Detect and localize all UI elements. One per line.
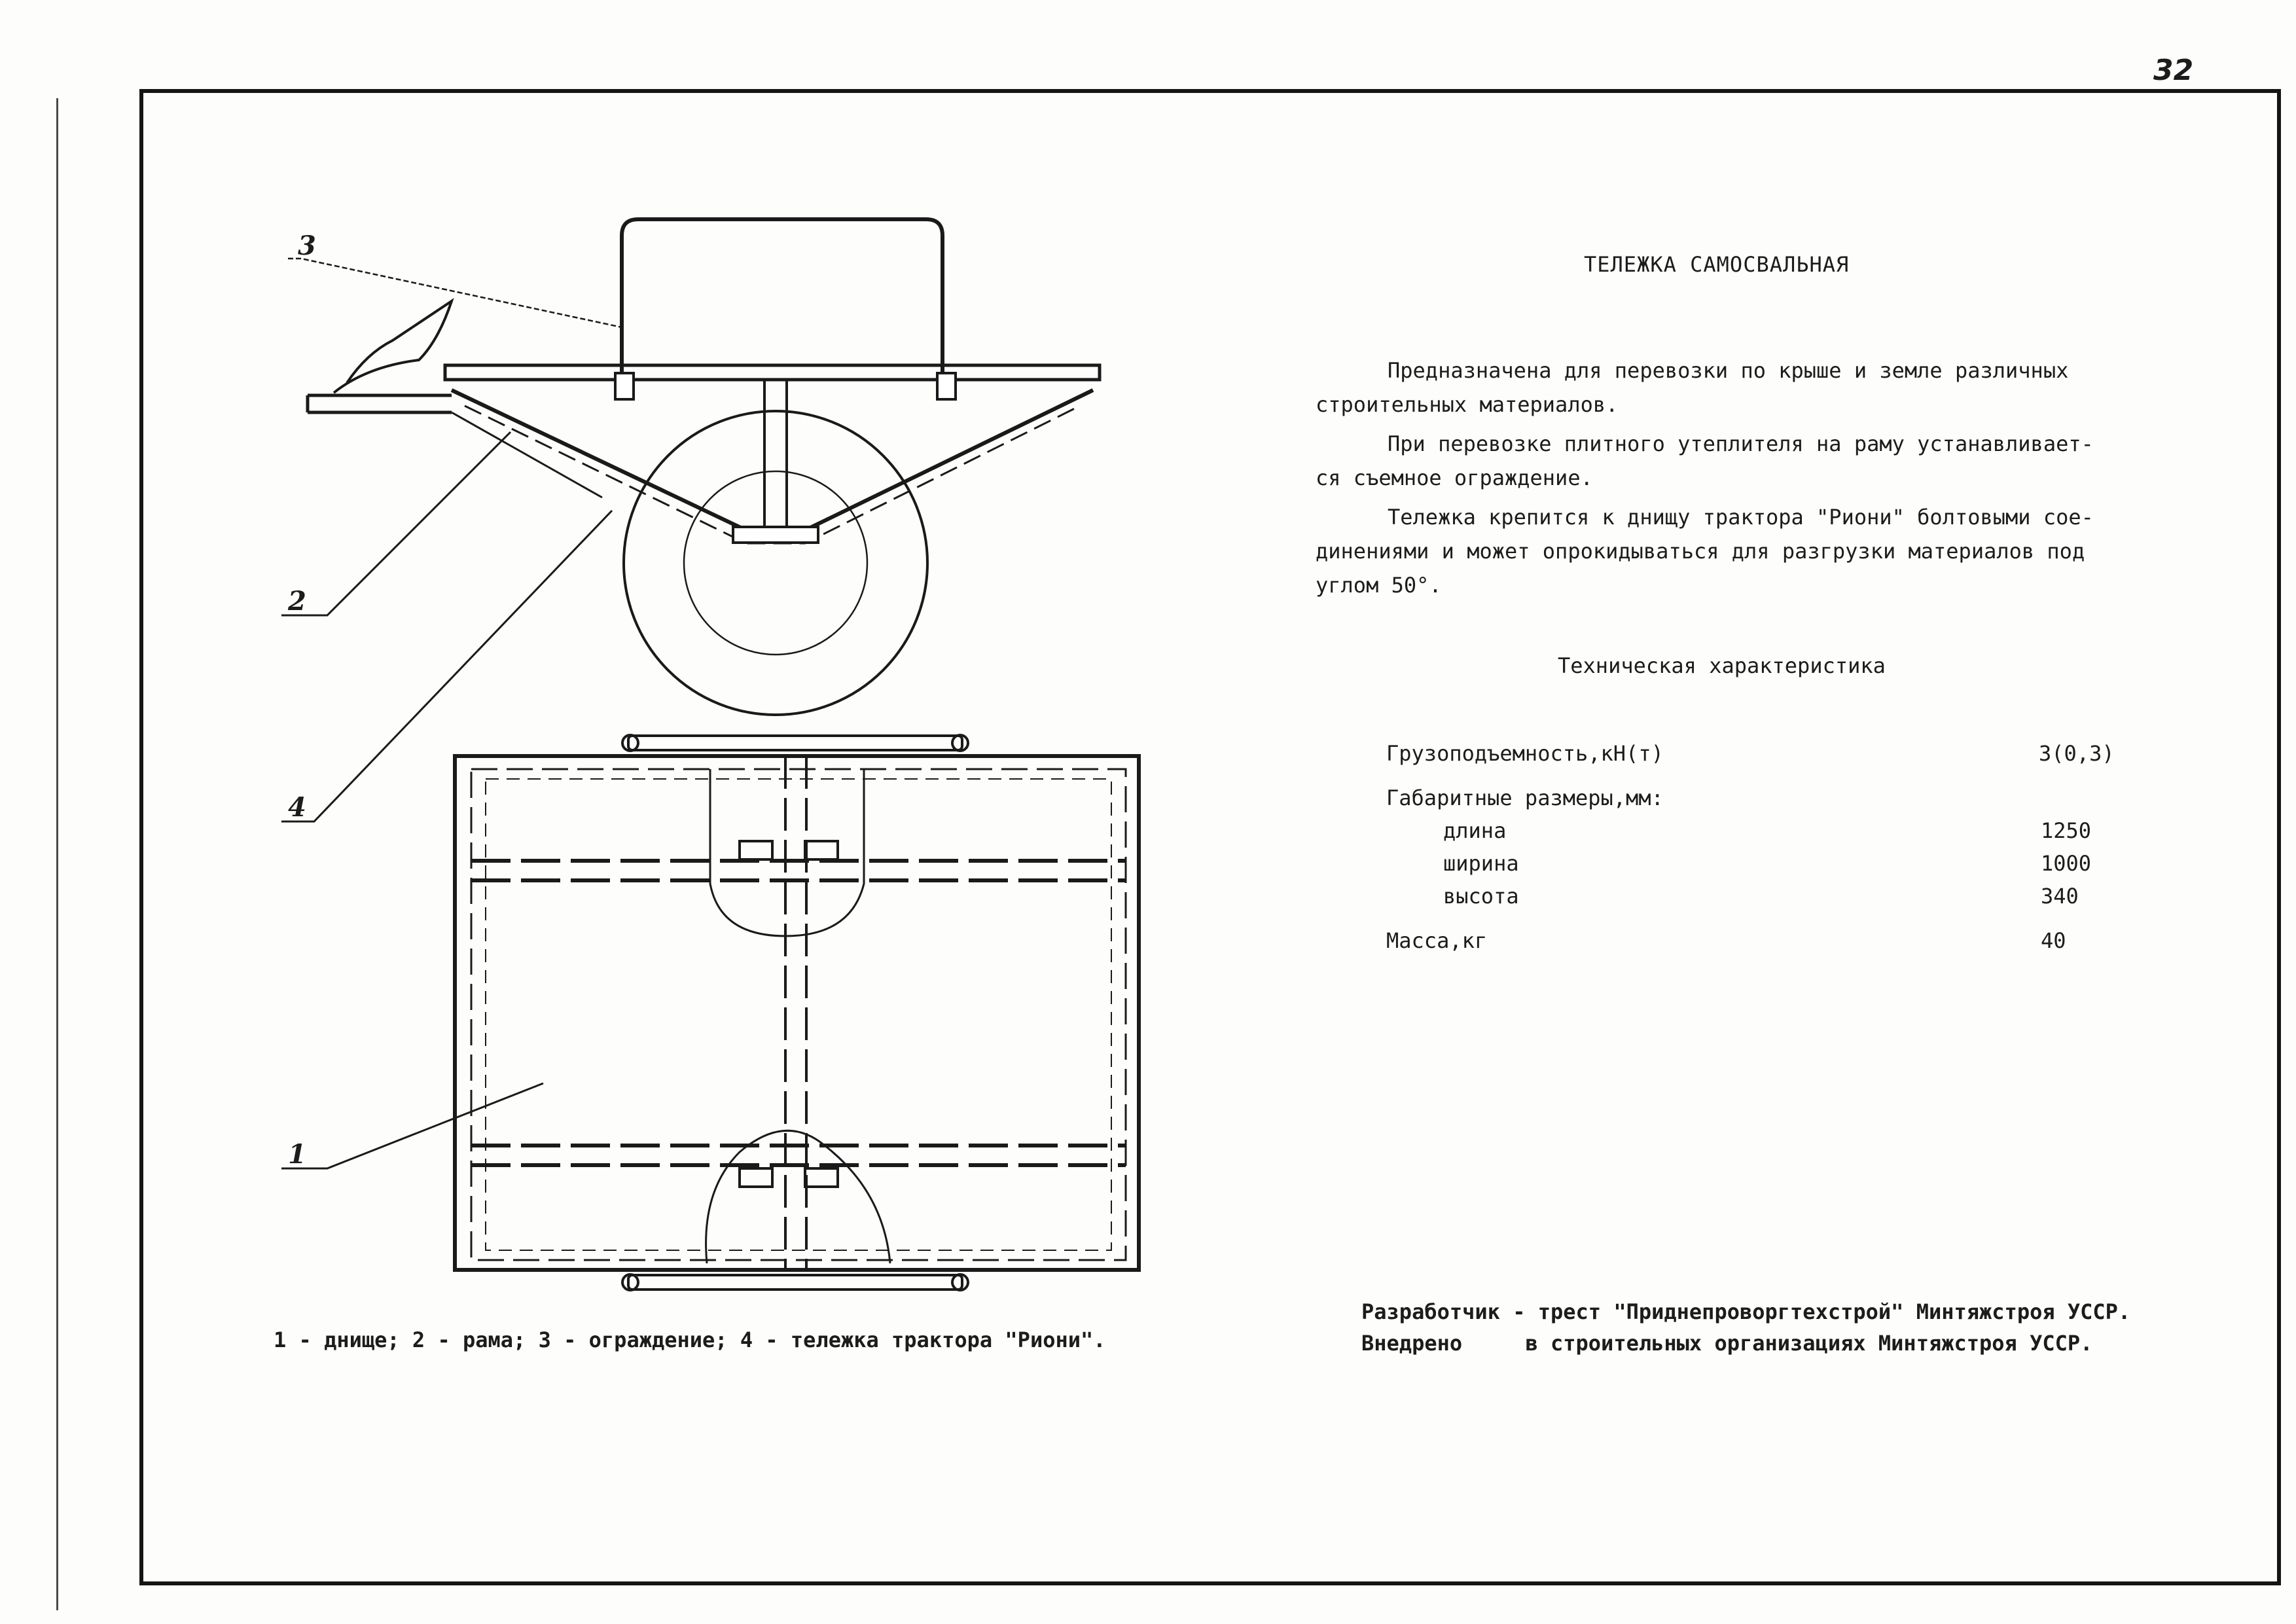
page-title: ТЕЛЕЖКА САМОСВАЛЬНАЯ (1584, 252, 1850, 277)
length-label: длина (1443, 818, 1507, 843)
description-line: Предназначена для перевозки по крыше и з… (1388, 358, 2069, 383)
wheel-inner (683, 470, 869, 656)
central-post (763, 378, 788, 532)
callout-2: 2 (288, 586, 306, 617)
specs-heading: Техническая характеристика (1558, 653, 1886, 678)
tractor-hitch (306, 393, 452, 414)
legend: 1 - днище; 2 - рама; 3 - ограждение; 4 -… (274, 1327, 1106, 1352)
mass-label: Масса,кг (1386, 928, 1488, 953)
trolley-drawing (281, 217, 1141, 1291)
height-label: высота (1443, 884, 1519, 909)
rail-bottom (627, 1274, 963, 1291)
callout-1: 1 (288, 1139, 306, 1170)
length-value: 1250 (2041, 818, 2092, 843)
width-label: ширина (1443, 851, 1519, 876)
callout-4: 4 (288, 792, 306, 823)
fence-side (620, 217, 944, 386)
description-line: Тележка крепится к днищу трактора "Риони… (1388, 505, 2094, 530)
capacity-label: Грузоподъемность,кН(т) (1386, 741, 1664, 766)
scan-edge-rule (56, 98, 58, 1610)
description-line: углом 50°. (1316, 573, 1442, 598)
leader-3 (288, 257, 622, 329)
capacity-value: 3(0,3) (2039, 741, 2115, 766)
developer-info: Разработчик - трест "Приднепроворгтехстр… (1361, 1296, 2130, 1359)
developer-line: Разработчик - трест "Приднепроворгтехстр… (1361, 1299, 2131, 1324)
callout-3: 3 (298, 230, 316, 261)
description-line: При перевозке плитного утеплителя на рам… (1388, 431, 2094, 456)
rail-top (627, 734, 963, 751)
leader-4 (281, 509, 613, 823)
description-line: динениями и может опрокидываться для раз… (1316, 539, 2085, 564)
dimensions-label: Габаритные размеры,мм: (1386, 785, 1664, 810)
drawing-frame (139, 89, 2281, 1585)
width-value: 1000 (2041, 851, 2092, 876)
leader-1 (281, 1082, 544, 1170)
description: Предназначена для перевозки по крыше и з… (1316, 353, 2094, 602)
mass-value: 40 (2041, 928, 2066, 953)
platform-plan-outer (453, 754, 1141, 1272)
leader-2 (281, 431, 512, 617)
description-line: ся съемное ограждение. (1316, 465, 1593, 490)
wheel-outer (622, 410, 929, 716)
page-number: 32 (2153, 54, 2194, 87)
platform-side (443, 363, 1102, 382)
height-value: 340 (2041, 884, 2079, 909)
description-line: строительных материалов. (1316, 392, 1619, 417)
developer-line: Внедрено в строительных организациях Мин… (1361, 1331, 2093, 1356)
